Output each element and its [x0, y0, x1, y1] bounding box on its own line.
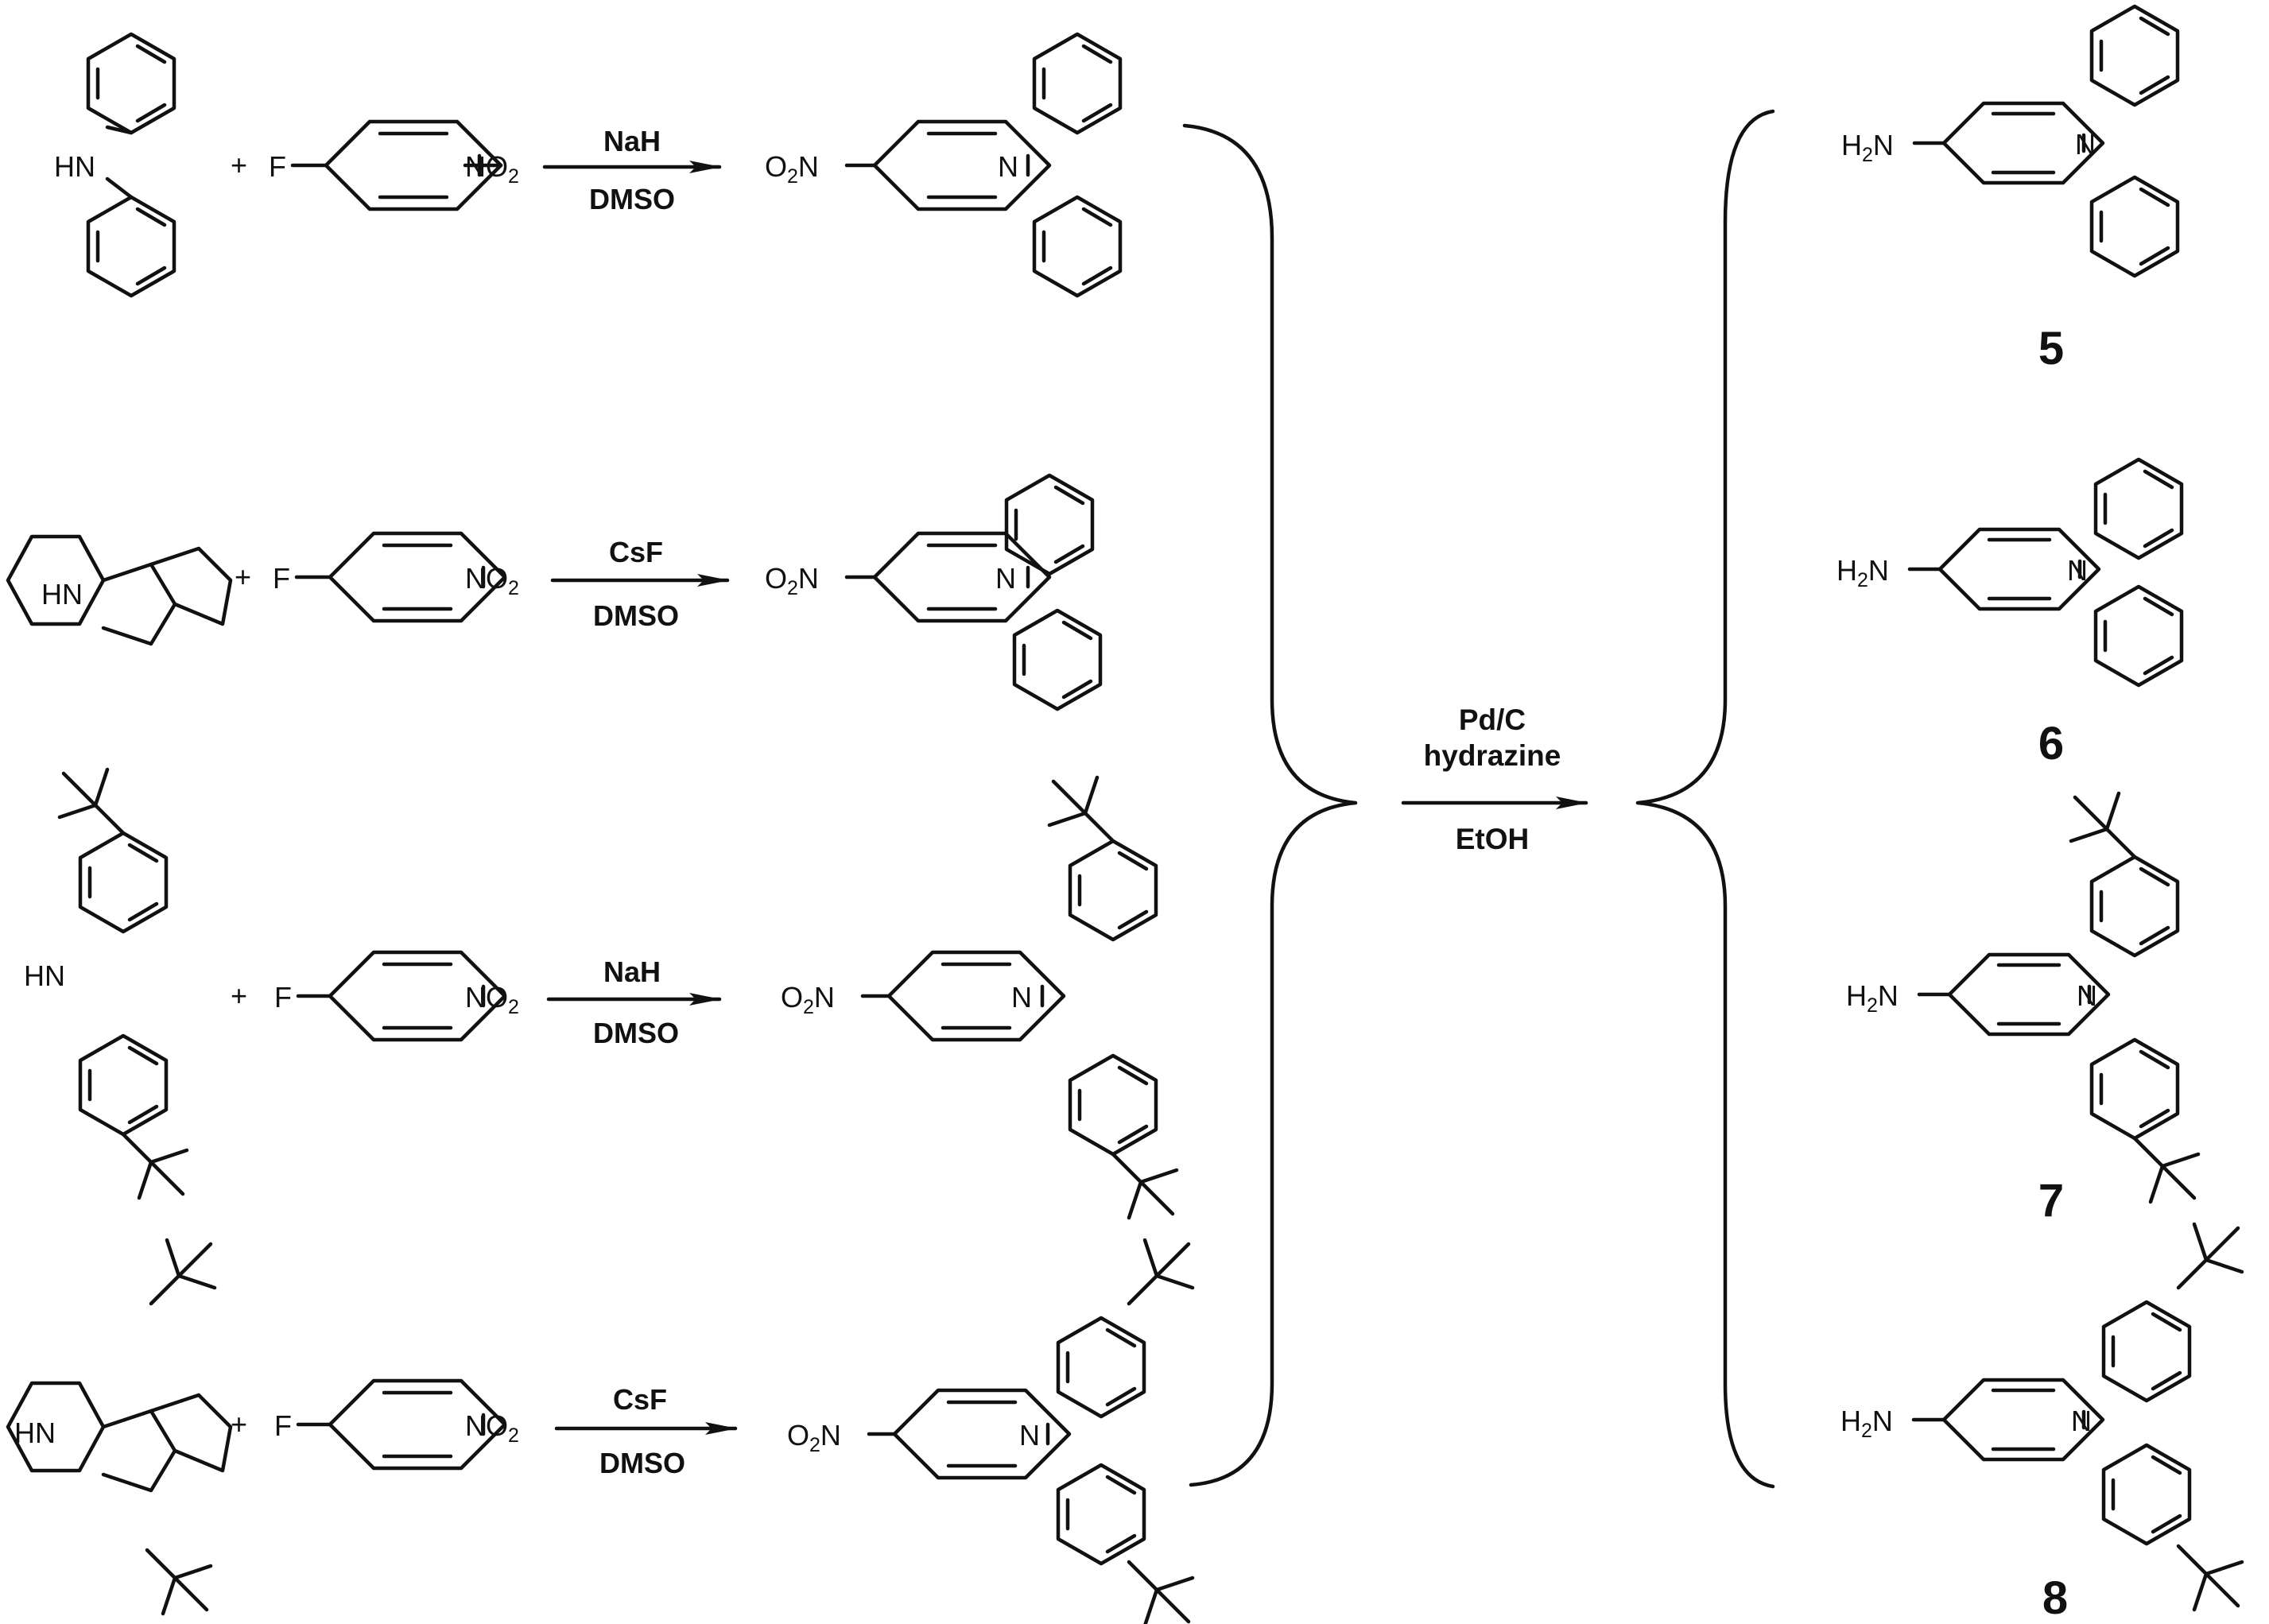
- reaction-arrow-4: CsF DMSO: [554, 1383, 738, 1479]
- amino-label: H2N: [1841, 129, 1894, 166]
- reductant-label: hydrazine: [1424, 739, 1561, 772]
- nitrogen-label: N: [2071, 1405, 2092, 1437]
- amino-label: H2N: [1840, 1405, 1893, 1442]
- solvent-label: DMSO: [589, 183, 675, 215]
- fluoro-label: F: [273, 562, 290, 595]
- amino-label: H2N: [1837, 554, 1889, 591]
- nitrogen-label: N: [2075, 128, 2096, 161]
- intermediate-nitrophenyl-di-tbutyl-carbazole: O2N N: [787, 1240, 1193, 1624]
- solvent-label: DMSO: [593, 599, 679, 632]
- fluoro-label: F: [274, 981, 292, 1014]
- solvent-label: EtOH: [1456, 823, 1530, 855]
- nitro-label: NO2: [465, 1409, 519, 1447]
- amino-label: H2N: [1846, 979, 1899, 1017]
- plus-sign: +: [235, 560, 251, 593]
- solvent-label: DMSO: [593, 1017, 679, 1049]
- nitrogen-label: N: [1011, 981, 1032, 1014]
- fluoronitrobenzene: F NO2: [274, 952, 519, 1040]
- amine-label: HN: [14, 1417, 56, 1449]
- nitrogen-label: N: [1019, 1419, 1040, 1452]
- reagent-label: CsF: [613, 1383, 667, 1416]
- plus-sign: +: [231, 149, 247, 181]
- nitrogen-label: N: [2067, 554, 2088, 587]
- intermediate-nitrophenyl-bis-tbutylphenyl-amine: O2N N: [781, 777, 1177, 1218]
- nitro-label: NO2: [465, 562, 519, 599]
- compound-number: 5: [2038, 323, 2064, 374]
- amine-label: HN: [54, 150, 95, 183]
- reduction-arrow: Pd/C hydrazine EtOH: [1401, 703, 1588, 855]
- product-7: H2N N 7: [1846, 793, 2198, 1227]
- nitro-label: O2N: [765, 562, 819, 599]
- fluoro-label: F: [274, 1409, 292, 1442]
- nitro-label: NO2: [465, 150, 519, 188]
- nitrogen-label: N: [2077, 979, 2097, 1012]
- intermediate-nitrophenyl-diphenylamine: O2N N: [765, 34, 1120, 296]
- reactant-carbazole: HN: [8, 537, 231, 644]
- solvent-label: DMSO: [599, 1447, 685, 1479]
- nitro-label: O2N: [787, 1419, 841, 1456]
- reactant-bis-tbutylphenyl-amine: HN: [24, 769, 187, 1198]
- product-5: H2N N 5: [1841, 6, 2178, 374]
- compound-number: 6: [2038, 718, 2064, 769]
- fluoronitrobenzene: F NO2: [273, 533, 519, 621]
- reaction-arrow-1: NaH DMSO: [542, 125, 722, 215]
- nitrogen-label: N: [995, 562, 1016, 595]
- right-brace: [1635, 109, 1775, 1489]
- fluoro-label: F: [269, 150, 286, 183]
- reactant-di-tbutyl-carbazole: HN: [8, 1240, 231, 1614]
- plus-sign: +: [231, 1408, 247, 1440]
- reaction-arrow-3: NaH DMSO: [546, 955, 722, 1049]
- fluoronitrobenzene: F NO2: [274, 1381, 519, 1468]
- intermediate-nitrophenyl-carbazole: O2N N: [765, 475, 1100, 709]
- reagent-label: NaH: [603, 955, 661, 988]
- compound-number: 8: [2042, 1572, 2068, 1624]
- compound-number: 7: [2038, 1175, 2064, 1227]
- nitro-label: O2N: [781, 981, 835, 1018]
- product-6: H2N N 6: [1837, 459, 2182, 769]
- nitro-label: O2N: [765, 150, 819, 188]
- fluoronitrobenzene: F NO2: [269, 122, 519, 209]
- product-8: H2N N 8: [1840, 1224, 2242, 1624]
- nitro-label: NO2: [465, 981, 519, 1018]
- left-brace: [1182, 123, 1358, 1487]
- reagent-label: CsF: [609, 536, 663, 568]
- reaction-arrow-2: CsF DMSO: [550, 536, 730, 632]
- amine-label: HN: [24, 959, 65, 992]
- catalyst-label: Pd/C: [1459, 703, 1526, 736]
- nitrogen-label: N: [998, 150, 1018, 183]
- amine-label: HN: [41, 578, 83, 610]
- reagent-label: NaH: [603, 125, 661, 157]
- plus-sign: +: [231, 979, 247, 1012]
- reactant-diphenylamine: HN: [54, 34, 174, 296]
